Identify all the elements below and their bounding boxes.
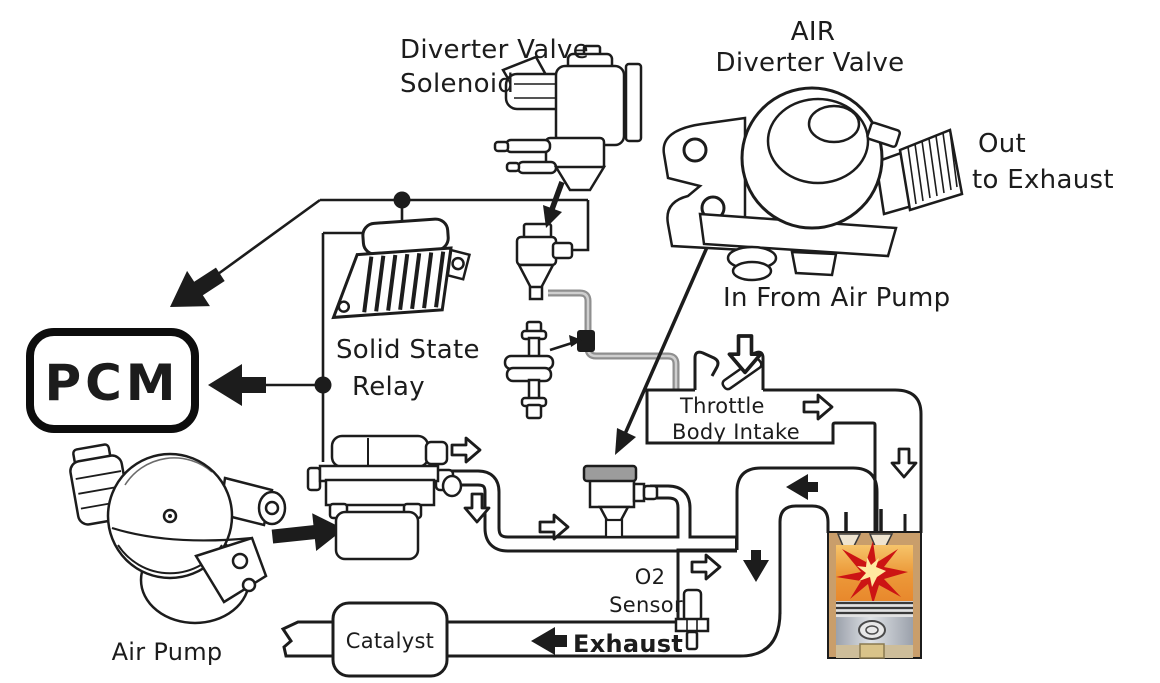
diverter-valve-solenoid-illustration (493, 44, 643, 228)
flow-arrow-hollow-icon (450, 436, 482, 464)
air-pump-illustration (69, 443, 344, 625)
air-valve-leader (615, 244, 710, 455)
flow-arrow-hollow-icon (463, 492, 491, 524)
exhaust-system (280, 466, 879, 678)
outlet-port (441, 474, 463, 498)
vacuum-hose (548, 289, 680, 389)
pointer-arrowhead (569, 335, 582, 347)
air-diverter-valve-illustration (662, 86, 964, 282)
exhaust-chamber (676, 548, 737, 622)
pointer-arrowhead (543, 205, 562, 228)
flow-arrow-hollow-icon (538, 513, 570, 541)
air-injection-pipes (438, 469, 737, 553)
check-valve-horizontal (582, 464, 659, 539)
flow-arrow-hollow-icon (802, 393, 834, 421)
flow-arrow-solid-icon (786, 474, 818, 500)
pcm-box (26, 328, 199, 433)
pump-silencer-assembly (306, 434, 463, 561)
flow-arrow-solid-icon (531, 627, 567, 655)
wrist-pin (858, 620, 886, 640)
solid-state-relay-illustration (331, 217, 471, 320)
thread-hatching (907, 130, 958, 205)
vacuum-check-valve (503, 320, 555, 420)
pointer-arrow-icon (548, 181, 565, 213)
hose-connector (577, 330, 595, 352)
flow-arrow-hollow-icon (727, 334, 763, 375)
exhaust-manifold-inner (778, 504, 830, 614)
connecting-rod (859, 643, 885, 659)
wire-junction-dot-icon (393, 191, 411, 209)
wire-junction-dot-icon (314, 376, 332, 394)
flow-arrows (450, 334, 918, 655)
label-exhaust: Exhaust (573, 630, 683, 658)
exhaust-pipe-inlet (280, 620, 335, 658)
flow-arrow-solid-icon (743, 550, 769, 582)
engine-cylinder (827, 509, 922, 659)
label-pcm: PCM (44, 354, 179, 412)
throttle-body-intake-assembly (645, 350, 923, 533)
pointer-arrow-icon (208, 364, 266, 406)
throttle-horn-left (693, 350, 720, 390)
pointer-arrowhead (615, 428, 636, 455)
label-catalyst: Catalyst (346, 629, 434, 653)
catalyst-box (331, 601, 449, 678)
flow-arrow-hollow-icon (890, 447, 918, 479)
flow-arrow-hollow-icon (690, 553, 722, 581)
label-in-from-air-pump: In From Air Pump (723, 283, 950, 313)
pointer-arrow-icon (170, 267, 225, 307)
diverter-solenoid-schematic (515, 222, 574, 301)
pointer-arrow-icon (549, 341, 573, 352)
check-valve-cap (582, 464, 638, 483)
o2-sensor-glyph (674, 588, 710, 651)
label-air-pump: Air Pump (112, 638, 223, 666)
pointer-arrow-icon (271, 513, 344, 552)
